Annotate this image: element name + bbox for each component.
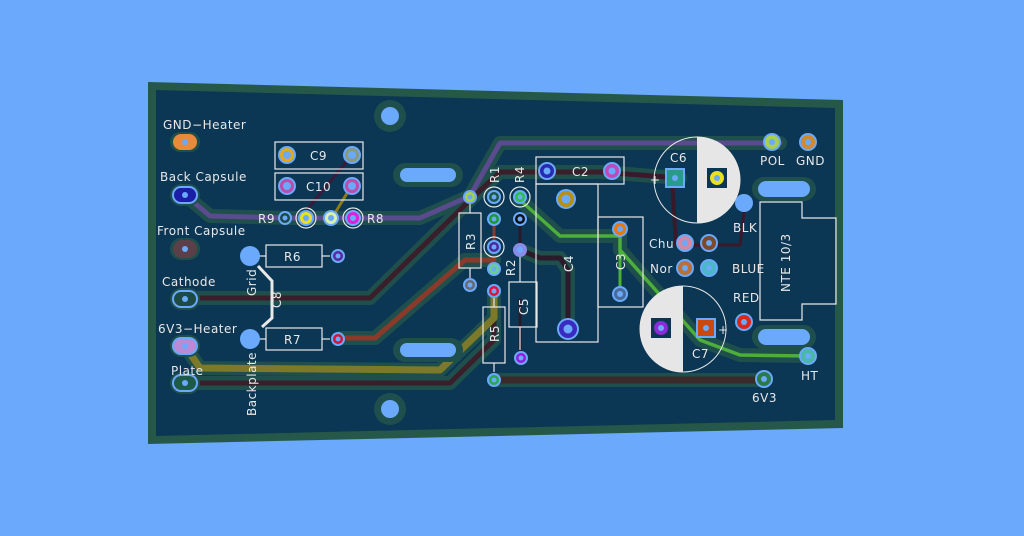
- c3-footprint[interactable]: C3: [597, 216, 644, 308]
- pad-6v3[interactable]: [755, 370, 773, 388]
- r5-label: R5: [488, 325, 502, 342]
- label-gnd-heater: GND−Heater: [163, 118, 246, 132]
- pad-gnd[interactable]: [799, 133, 817, 151]
- connector-pads: [170, 132, 200, 394]
- label-back-capsule: Back Capsule: [160, 170, 247, 184]
- label-gnd: GND: [796, 154, 825, 168]
- c10-footprint[interactable]: C10: [274, 172, 364, 201]
- c6-footprint[interactable]: C6 +: [650, 136, 741, 224]
- backplate-label: Backplate: [245, 352, 259, 416]
- c2-footprint[interactable]: C2: [535, 156, 625, 185]
- label-nor: Nor: [650, 262, 673, 276]
- trace-c4: [517, 247, 571, 333]
- label-6v3: 6V3: [752, 391, 777, 405]
- mounting-holes: [374, 100, 816, 425]
- r2-label: R2: [504, 259, 518, 276]
- pad-6v3-heater[interactable]: [170, 335, 200, 357]
- r1-label: R1: [488, 166, 502, 183]
- label-chu: Chu: [649, 237, 674, 251]
- r6-label: R6: [284, 250, 301, 264]
- connector-labels: GND−Heater Back Capsule Front Capsule Ca…: [157, 118, 247, 378]
- c8-label: C8: [270, 291, 284, 308]
- c9-footprint[interactable]: C9: [274, 141, 364, 170]
- c7-label: C7: [692, 347, 709, 361]
- c10-label: C10: [306, 180, 331, 194]
- pad-ht[interactable]: [799, 347, 817, 365]
- pad-nor-2[interactable]: [700, 259, 718, 277]
- pad-plate[interactable]: [170, 372, 200, 394]
- c7-polarity: +: [718, 323, 729, 337]
- label-ht: HT: [801, 369, 819, 383]
- trace-c9: [298, 153, 354, 220]
- trace-back-capsule: [182, 140, 783, 221]
- c6-label: C6: [670, 151, 687, 165]
- c8-footprint[interactable]: C8 Grid Backplate: [245, 264, 284, 416]
- r9-label: R9: [258, 212, 275, 226]
- c2-label: C2: [572, 165, 589, 179]
- label-6v3-heater: 6V3−Heater: [158, 322, 237, 336]
- r9-r8-pads[interactable]: R9 R8: [258, 207, 384, 229]
- pad-pol[interactable]: [763, 133, 781, 151]
- label-blue: BLUE: [732, 262, 765, 276]
- pad-nor-1[interactable]: [676, 259, 694, 277]
- c3-label: C3: [614, 253, 628, 270]
- transformer-footprint[interactable]: NTE 10/3: [759, 201, 837, 321]
- pad-gnd-heater[interactable]: [170, 132, 200, 152]
- label-front-capsule: Front Capsule: [157, 224, 246, 238]
- pad-blk[interactable]: [735, 194, 753, 212]
- c4-footprint[interactable]: C4: [535, 183, 599, 343]
- trace-blk: [708, 203, 747, 247]
- c7-footprint[interactable]: C7 +: [639, 285, 729, 373]
- label-cathode: Cathode: [162, 275, 216, 289]
- c5-footprint[interactable]: C5: [508, 257, 538, 365]
- terminal-labels: POL GND BLK Chu Nor BLUE RED HT 6V3: [649, 154, 825, 405]
- label-pol: POL: [760, 154, 785, 168]
- pad-front-capsule[interactable]: [170, 238, 200, 260]
- pad-chu-2[interactable]: [700, 234, 718, 252]
- r6-footprint[interactable]: R6: [240, 244, 345, 268]
- transformer-label: NTE 10/3: [779, 233, 793, 292]
- grid-label: Grid: [245, 269, 259, 296]
- pad-chu-1[interactable]: [676, 234, 694, 252]
- r3-footprint[interactable]: R3: [458, 190, 482, 292]
- pad-cathode[interactable]: [170, 288, 200, 310]
- c5-label: C5: [517, 298, 531, 315]
- c6-polarity: +: [650, 173, 661, 187]
- r7-footprint[interactable]: R7: [240, 327, 345, 351]
- r4-label: R4: [513, 166, 527, 183]
- label-plate: Plate: [171, 364, 204, 378]
- pad-back-capsule[interactable]: [170, 184, 200, 206]
- c9-label: C9: [310, 149, 327, 163]
- r8-label: R8: [367, 212, 384, 226]
- r7-label: R7: [284, 333, 301, 347]
- r3-label: R3: [464, 233, 478, 250]
- r5-footprint[interactable]: R5: [482, 284, 506, 387]
- r1-r4-r2-pads[interactable]: R1 R4 R2: [483, 166, 531, 276]
- trace-heater: [181, 288, 498, 374]
- label-red: RED: [733, 291, 760, 305]
- label-blk: BLK: [733, 221, 758, 235]
- c4-label: C4: [562, 255, 576, 272]
- terminal-pads: [676, 133, 817, 388]
- trace-r7: [337, 257, 497, 341]
- pad-red[interactable]: [735, 313, 753, 331]
